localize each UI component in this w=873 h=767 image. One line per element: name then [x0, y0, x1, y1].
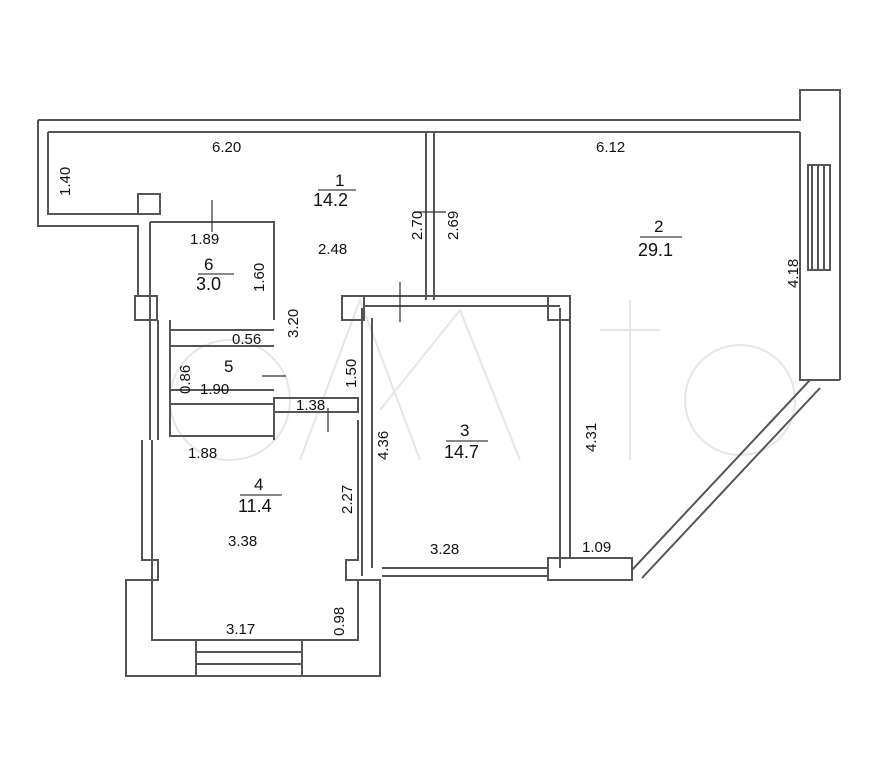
dimension-labels: 6.20 1.40 2.48 2.70 2.69 6.12 4.18 1.89 … [57, 139, 802, 638]
dim-r6-width: 1.89 [190, 231, 219, 248]
dim-r5-top: 0.56 [232, 331, 261, 348]
column-top-left [137, 193, 161, 215]
divider-wall [425, 132, 435, 300]
room-4-number: 4 [254, 475, 263, 494]
room-2-number: 2 [654, 217, 663, 236]
balcony-ledge [547, 557, 633, 581]
room-labels: 1 14.2 2 29.1 3 14.7 4 11.4 5 6 3.0 [196, 171, 682, 516]
dim-r2-right: 4.18 [785, 259, 802, 288]
room-3-area: 14.7 [444, 442, 479, 462]
dim-r4-top: 1.88 [188, 445, 217, 462]
dim-r3-bottom: 3.28 [430, 541, 459, 558]
dimension-ticks [211, 200, 446, 432]
dim-r5-height: 0.86 [177, 365, 194, 394]
dim-r1-left: 1.40 [57, 167, 74, 196]
room-5-number: 5 [224, 357, 233, 376]
room-6-walls [149, 221, 275, 320]
right-wall [799, 132, 840, 381]
dim-hall-width: 1.38 [296, 397, 325, 414]
dim-r1-right-a: 2.70 [409, 211, 426, 240]
dim-r4-bottom: 3.17 [226, 621, 255, 638]
dim-r4-niche: 0.98 [331, 607, 348, 636]
dim-hall-height: 1.50 [343, 359, 360, 388]
window-bottom [195, 639, 303, 677]
dim-r3-right: 4.31 [583, 423, 600, 452]
room-5-walls [149, 320, 359, 440]
room-6-number: 6 [204, 255, 213, 274]
dim-r2-top: 6.12 [596, 139, 625, 156]
dim-r5-width: 1.90 [200, 381, 229, 398]
balcony-diagonal [631, 379, 821, 579]
column-room-3 [341, 295, 365, 321]
room-1-area: 14.2 [313, 190, 348, 210]
dim-corr-height: 3.20 [285, 309, 302, 338]
top-wall [38, 89, 841, 380]
room-6-area: 3.0 [196, 274, 221, 294]
dim-r1-right-b: 2.69 [445, 211, 462, 240]
dim-r4-inner: 3.38 [228, 533, 257, 550]
left-wall [37, 120, 139, 296]
walls [37, 89, 841, 677]
dim-balcony-width: 1.09 [582, 539, 611, 556]
dim-r6-height: 1.60 [251, 263, 268, 292]
room-1-number: 1 [335, 171, 344, 190]
dim-r1-inner: 2.48 [318, 241, 347, 258]
dim-r4-right: 2.27 [339, 485, 356, 514]
room-2-area: 29.1 [638, 240, 673, 260]
column-room-3-right [547, 295, 571, 321]
dim-r1-top: 6.20 [212, 139, 241, 156]
room-3-number: 3 [460, 421, 469, 440]
dim-r3-left: 4.36 [375, 431, 392, 460]
left-wall-inner [47, 132, 150, 215]
room-3-walls [361, 298, 571, 576]
room-3-bottom [382, 567, 548, 577]
room-4-area: 11.4 [238, 496, 272, 516]
column-mid-left [134, 295, 158, 321]
